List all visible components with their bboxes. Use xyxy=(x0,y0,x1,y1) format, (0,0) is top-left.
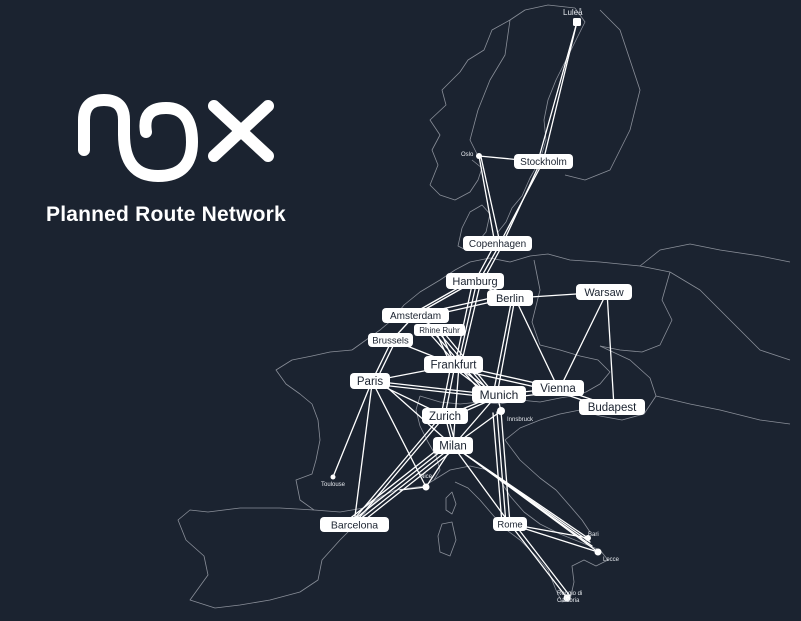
nox-logo xyxy=(78,94,274,182)
city-zurich: Zurich xyxy=(422,408,468,424)
city-amsterdam: Amsterdam xyxy=(382,308,449,323)
svg-text:Budapest: Budapest xyxy=(588,402,637,414)
city-dot-lecce xyxy=(594,548,602,556)
city-label-lulea: Luleå xyxy=(563,8,583,17)
svg-text:Munich: Munich xyxy=(480,388,519,402)
city-dot-nice xyxy=(422,483,430,491)
minor-city-labels: Luleå Oslo Innsbruck Nice Toulouse Bari … xyxy=(321,8,620,604)
city-brussels: Brussels xyxy=(368,333,413,347)
city-vienna: Vienna xyxy=(532,380,584,396)
city-dot-lulea xyxy=(573,18,581,26)
city-dot-reggio xyxy=(563,594,571,602)
city-stockholm: Stockholm xyxy=(514,154,573,169)
city-paris: Paris xyxy=(350,373,390,389)
minor-city-dots xyxy=(330,18,602,602)
city-dot-bari xyxy=(585,535,591,541)
svg-text:Berlin: Berlin xyxy=(496,293,524,305)
svg-text:Rhine Ruhr: Rhine Ruhr xyxy=(419,326,460,335)
svg-text:Stockholm: Stockholm xyxy=(520,157,567,168)
city-label-innsbruck: Innsbruck xyxy=(507,417,534,423)
svg-text:Amsterdam: Amsterdam xyxy=(390,311,441,322)
route-lines xyxy=(332,21,615,599)
svg-text:Barcelona: Barcelona xyxy=(331,520,378,532)
svg-text:Frankfurt: Frankfurt xyxy=(430,360,477,372)
svg-text:Milan: Milan xyxy=(439,441,466,453)
city-label-oslo: Oslo xyxy=(461,152,474,158)
city-rhine-ruhr: Rhine Ruhr xyxy=(414,324,465,336)
city-milan: Milan xyxy=(433,437,473,454)
city-rome: Rome xyxy=(493,517,527,531)
svg-text:Warsaw: Warsaw xyxy=(584,287,623,299)
page-subtitle: Planned Route Network xyxy=(46,203,286,226)
city-label-toulouse: Toulouse xyxy=(321,482,346,488)
city-dot-innsbruck xyxy=(497,407,505,415)
major-city-labels: Stockholm Copenhagen Hamburg Berlin Wars… xyxy=(320,154,645,532)
svg-text:Hamburg: Hamburg xyxy=(452,276,497,288)
svg-text:Brussels: Brussels xyxy=(372,336,409,347)
city-dot-oslo xyxy=(476,153,482,159)
city-label-nice: Nice xyxy=(420,474,433,480)
city-frankfurt: Frankfurt xyxy=(424,356,483,373)
svg-text:Zurich: Zurich xyxy=(429,411,461,423)
svg-text:Paris: Paris xyxy=(357,376,383,388)
city-label-lecce: Lecce xyxy=(603,557,620,563)
city-budapest: Budapest xyxy=(579,399,645,415)
city-berlin: Berlin xyxy=(487,290,533,306)
svg-text:Vienna: Vienna xyxy=(540,383,576,395)
city-label-bari: Bari xyxy=(588,532,599,538)
city-copenhagen: Copenhagen xyxy=(463,236,532,251)
svg-text:Rome: Rome xyxy=(497,520,522,531)
svg-text:Copenhagen: Copenhagen xyxy=(469,239,526,250)
city-warsaw: Warsaw xyxy=(576,284,632,300)
city-hamburg: Hamburg xyxy=(446,273,504,289)
city-barcelona: Barcelona xyxy=(320,517,389,532)
city-dot-toulouse xyxy=(330,474,336,480)
city-munich: Munich xyxy=(472,386,526,403)
